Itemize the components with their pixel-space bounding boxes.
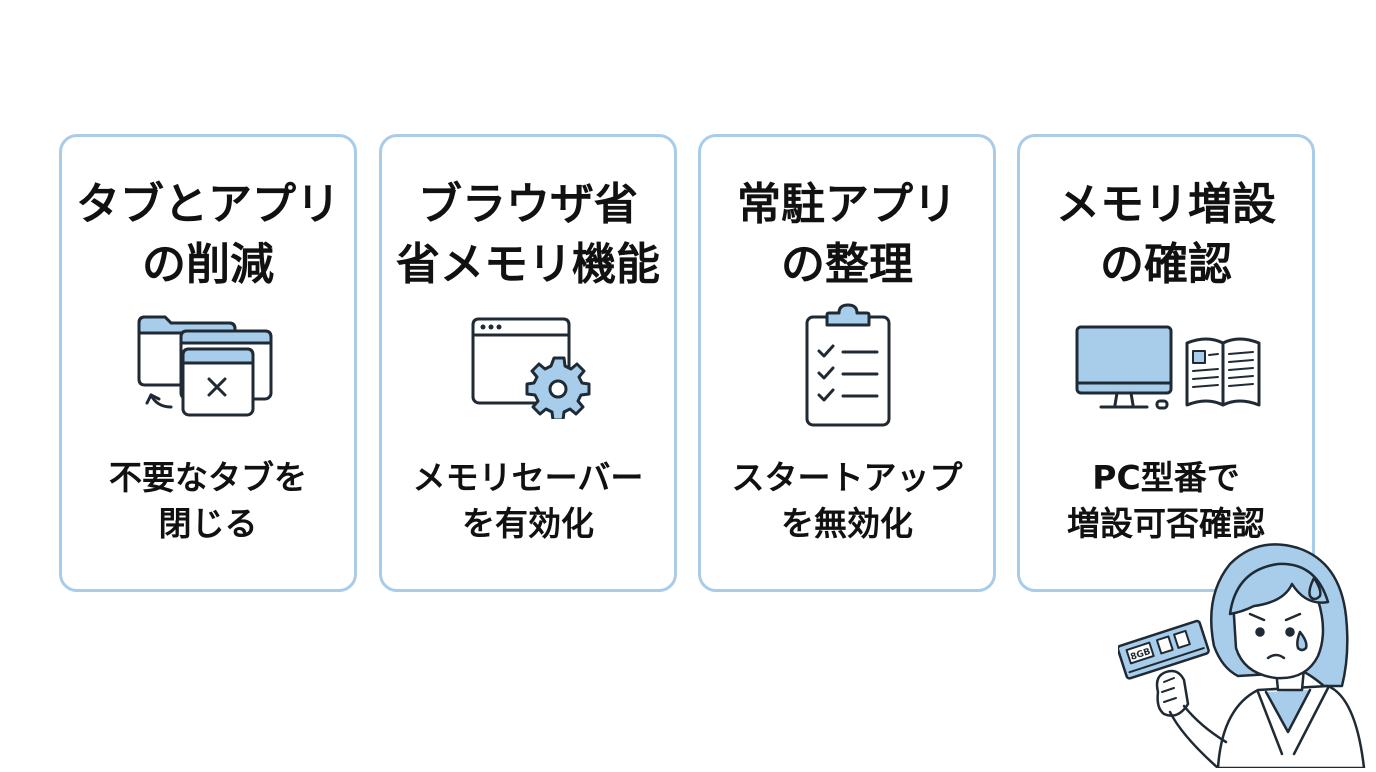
card-desc-line: 増設可否確認	[1067, 504, 1265, 543]
desktop-pc-manual-icon	[1071, 321, 1261, 421]
card-title-line: タブとアプリ	[76, 179, 340, 230]
card-desc-line: 閉じる	[158, 504, 258, 543]
card-browser-memory-saver: ブラウザ省 省メモリ機能 メモリセーバー を有効化	[379, 134, 677, 592]
card-title: タブとアプリ の削減	[62, 175, 354, 295]
card-description: 不要なタブを 閉じる	[62, 455, 354, 547]
card-desc-line: メモリセーバー	[412, 458, 644, 497]
card-reduce-tabs-apps: タブとアプリ の削減 不要なタブを 閉じる	[59, 134, 357, 592]
card-title-line: の確認	[1100, 239, 1232, 290]
card-title: メモリ増設 の確認	[1020, 175, 1312, 295]
browser-settings-gear-icon	[463, 309, 593, 423]
clipboard-checklist-icon	[797, 301, 897, 433]
card-title-line: 省メモリ機能	[396, 239, 660, 290]
card-desc-line: スタートアップ	[731, 458, 963, 497]
card-desc-line: 不要なタブを	[109, 458, 307, 497]
card-title: 常駐アプリ の整理	[701, 175, 993, 295]
card-title-line: の整理	[781, 239, 913, 290]
card-resident-apps: 常駐アプリ の整理 スタートアップ を無効化	[698, 134, 996, 592]
card-title-line: の削減	[142, 239, 274, 290]
card-title-line: ブラウザ省	[418, 179, 638, 230]
card-description: スタートアップ を無効化	[701, 455, 993, 547]
card-desc-line: を無効化	[781, 504, 913, 543]
card-description: メモリセーバー を有効化	[382, 455, 674, 547]
browser-windows-close-icon	[133, 309, 283, 423]
worried-person-holding-ram-icon: 8GB	[1116, 536, 1368, 772]
card-title-line: メモリ増設	[1056, 179, 1276, 230]
card-description: PC型番で 増設可否確認	[1020, 455, 1312, 547]
card-desc-line: を有効化	[462, 504, 594, 543]
card-memory-upgrade: メモリ増設 の確認	[1017, 134, 1315, 592]
card-desc-line: PC型番で	[1092, 458, 1240, 497]
card-title: ブラウザ省 省メモリ機能	[382, 175, 674, 295]
card-title-line: 常駐アプリ	[737, 179, 957, 230]
